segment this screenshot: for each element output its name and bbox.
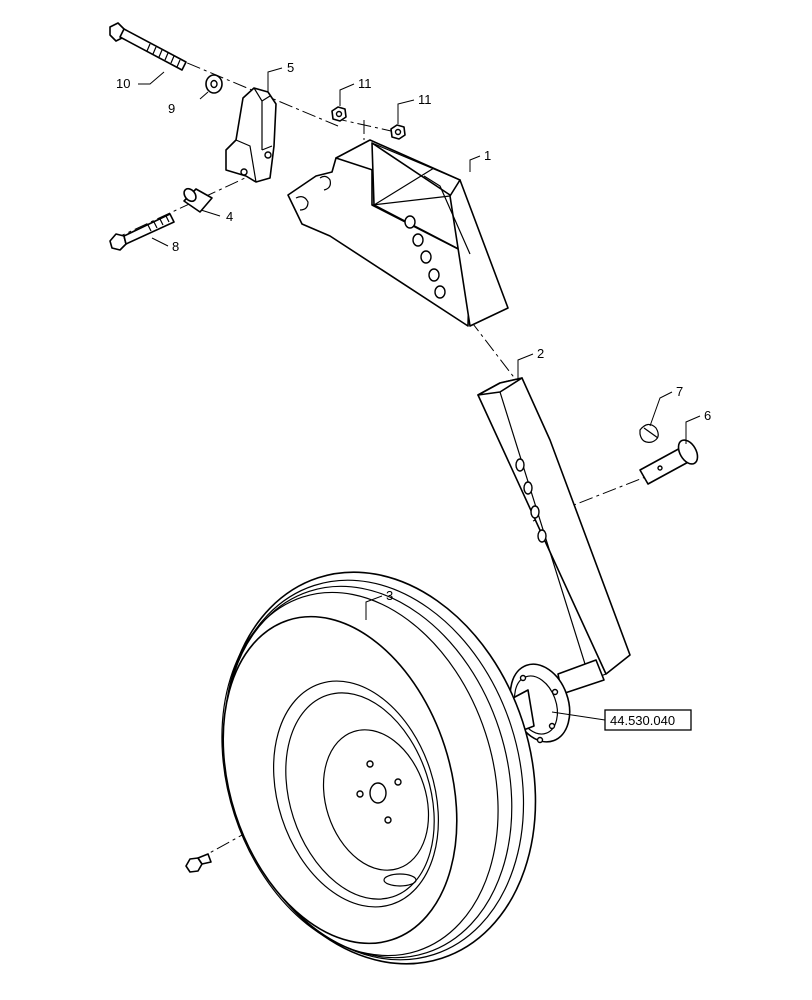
callout-11-right: 11 (418, 92, 432, 107)
reference-label[interactable]: 44.530.040 (604, 709, 692, 731)
hair-pin-clip (639, 423, 659, 443)
mount-bracket-sleeve (287, 139, 509, 327)
lock-pin (639, 439, 699, 485)
nut-right (390, 124, 406, 140)
bracket (225, 87, 277, 183)
callout-7: 7 (676, 384, 683, 399)
callout-9: 9 (168, 101, 175, 116)
callout-4: 4 (226, 209, 233, 224)
reference-text: 44.530.040 (610, 713, 675, 728)
callout-leaders (138, 67, 701, 721)
callout-1: 1 (484, 148, 491, 163)
wheel-tire (221, 571, 537, 965)
caster-leg-tube (477, 377, 631, 695)
callout-2: 2 (537, 346, 544, 361)
callout-8: 8 (172, 239, 179, 254)
bolt-long (109, 22, 187, 71)
callout-10: 10 (116, 76, 130, 91)
spacer-sleeve (183, 187, 213, 213)
callout-11-upper: 11 (358, 76, 372, 91)
bolt-short (109, 213, 175, 251)
washer (205, 74, 223, 94)
wheel-bolt (185, 853, 212, 873)
callout-3: 3 (386, 588, 393, 603)
callout-5: 5 (287, 60, 294, 75)
nut-upper (331, 106, 347, 122)
callout-6: 6 (704, 408, 711, 423)
